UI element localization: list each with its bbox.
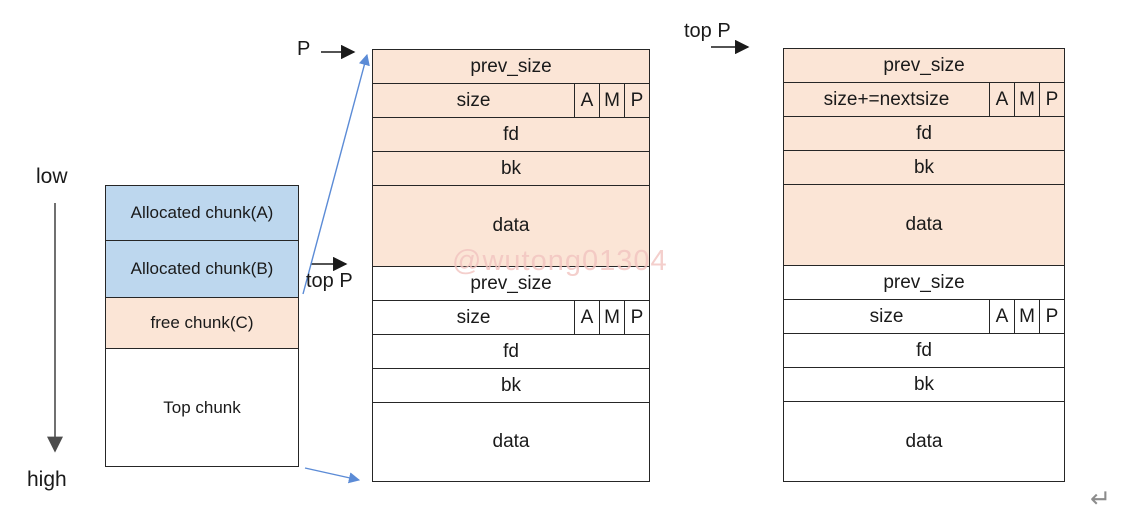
field-bk: bk <box>784 151 1064 185</box>
field-prev-size: prev_size <box>784 49 1064 83</box>
field-bk: bk <box>784 368 1064 402</box>
field-label: data <box>492 431 530 452</box>
flag-m: M <box>1014 300 1039 333</box>
watermark: @wutong01304 <box>452 245 668 277</box>
free-chunk-link-arrow <box>302 53 370 295</box>
memory-stack-item-top-chunk: Top chunk <box>106 349 298 466</box>
field-label: data <box>492 215 530 236</box>
field-label: size <box>456 306 491 328</box>
field-label: fd <box>503 340 519 362</box>
memory-stack-item-label: free chunk(C) <box>150 313 254 332</box>
memory-stack-item-label: Top chunk <box>163 397 241 417</box>
return-mark-icon: ↵ <box>1090 485 1111 513</box>
field-size: size+=nextsize A M P <box>784 83 1064 117</box>
flag-bits: A M P <box>989 300 1064 333</box>
memory-stack-item-label: Allocated chunk(B) <box>130 259 274 278</box>
top-p-pointer-label-after: top P <box>684 20 731 42</box>
field-data: data <box>784 185 1064 266</box>
flag-m: M <box>1014 83 1039 116</box>
field-prev-size: prev_size <box>373 267 649 301</box>
memory-stack-item-free-c: free chunk(C) <box>106 298 298 349</box>
field-bk: bk <box>373 369 649 403</box>
field-size: size A M P <box>373 301 649 335</box>
field-data: data <box>784 402 1064 481</box>
field-label: prev_size <box>883 54 965 76</box>
flag-a: A <box>574 84 599 117</box>
memory-stack-item-allocated-a: Allocated chunk(A) <box>106 186 298 241</box>
field-size: size A M P <box>784 300 1064 334</box>
top-p-pointer-label-before: top P <box>306 270 353 292</box>
flag-bits: A M P <box>574 84 649 117</box>
field-prev-size: prev_size <box>373 50 649 84</box>
field-label: prev_size <box>470 55 552 77</box>
field-label: fd <box>503 123 519 145</box>
field-label: prev_size <box>470 272 552 294</box>
field-label: size <box>456 89 491 111</box>
flag-a: A <box>989 83 1014 116</box>
field-label: size <box>869 305 904 327</box>
flag-bits: A M P <box>989 83 1064 116</box>
field-label: data <box>905 214 943 235</box>
field-label: fd <box>916 339 932 361</box>
field-label: fd <box>916 122 932 144</box>
high-address-label: high <box>27 468 67 491</box>
top-chunk-link-arrow <box>304 467 361 484</box>
before-merge-diagram: prev_size size A M P fd bk data prev_siz… <box>372 49 650 482</box>
flag-p: P <box>624 84 649 117</box>
field-label: bk <box>913 373 935 395</box>
field-label: data <box>905 430 943 452</box>
flag-bits: A M P <box>574 301 649 334</box>
low-address-label: low <box>36 165 68 188</box>
memory-stack-item-label: Allocated chunk(A) <box>130 203 274 222</box>
after-merge-diagram: prev_size size+=nextsize A M P fd bk dat… <box>783 48 1065 482</box>
field-bk: bk <box>373 152 649 186</box>
field-size: size A M P <box>373 84 649 118</box>
flag-a: A <box>574 301 599 334</box>
field-fd: fd <box>373 335 649 369</box>
field-prev-size: prev_size <box>784 266 1064 300</box>
flag-m: M <box>599 301 624 334</box>
field-label: bk <box>500 374 522 396</box>
field-label: bk <box>500 157 522 179</box>
flag-p: P <box>1039 83 1064 116</box>
field-label: prev_size <box>883 271 965 293</box>
field-label: size+=nextsize <box>823 88 950 110</box>
field-data: data <box>373 403 649 481</box>
field-label: bk <box>913 156 935 178</box>
p-pointer-label: P <box>297 38 311 60</box>
field-fd: fd <box>784 334 1064 368</box>
field-fd: fd <box>784 117 1064 151</box>
memory-stack: Allocated chunk(A) Allocated chunk(B) fr… <box>105 185 299 467</box>
flag-p: P <box>1039 300 1064 333</box>
flag-m: M <box>599 84 624 117</box>
flag-p: P <box>624 301 649 334</box>
field-data: data <box>373 186 649 267</box>
field-fd: fd <box>373 118 649 152</box>
memory-stack-item-allocated-b: Allocated chunk(B) <box>106 241 298 298</box>
flag-a: A <box>989 300 1014 333</box>
